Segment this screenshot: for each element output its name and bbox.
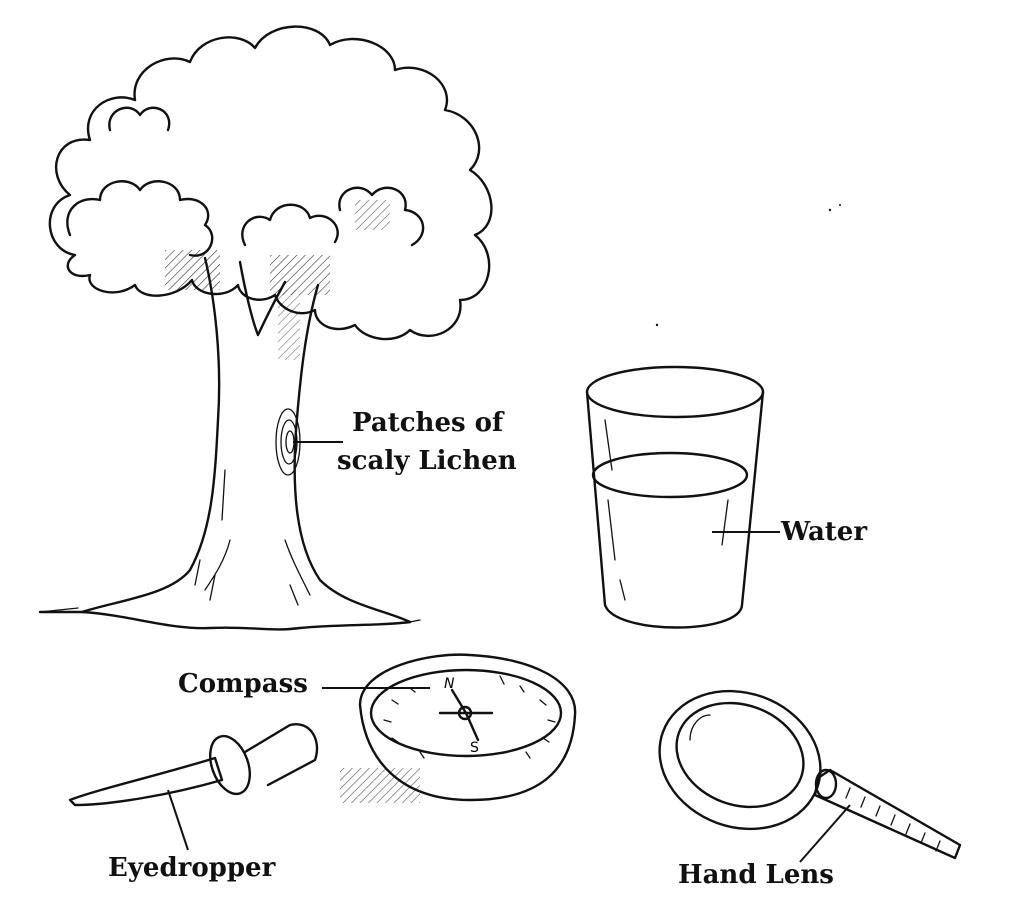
water-surface — [591, 451, 749, 499]
eyedropper-bulb — [243, 723, 319, 787]
tree-trunk — [38, 256, 412, 624]
lichen-patch — [275, 408, 343, 476]
tree-canopy — [48, 25, 493, 341]
compass-ticks — [383, 675, 556, 759]
compass-dial — [369, 668, 563, 758]
tree-canopy-inner-cluster-2 — [241, 203, 339, 247]
label-hand-lens: Hand Lens — [678, 860, 834, 890]
compass-shadow — [340, 768, 420, 803]
tree-canopy-shade-mid — [355, 200, 390, 230]
tree — [38, 25, 493, 631]
speck — [839, 204, 841, 206]
label-water: Water — [781, 517, 868, 547]
speck — [655, 323, 659, 327]
eyedropper-tube — [68, 756, 224, 807]
eyedropper-leader-line — [167, 789, 189, 851]
glass-reflection — [604, 419, 729, 601]
eyedropper-collar — [209, 734, 251, 796]
glass-rim — [585, 365, 765, 419]
tree-trunk-branch — [238, 260, 287, 337]
compass-south-letter: S — [470, 740, 479, 756]
tree-ground — [39, 607, 421, 623]
tree-canopy-inner-cluster-4 — [108, 106, 171, 132]
compass-needle — [438, 688, 494, 742]
tree-canopy-shade-left — [165, 250, 220, 290]
hand-lens-handle-grip — [845, 787, 941, 852]
tree-canopy-inner-cluster — [66, 180, 214, 257]
tree-canopy-shade-right — [270, 255, 330, 295]
label-lichen-line1: Patches of — [352, 408, 504, 438]
glass-body — [585, 390, 765, 629]
hand-lens — [658, 689, 962, 863]
speck — [828, 208, 832, 212]
label-lichen-line2: scaly Lichen — [337, 446, 517, 476]
water-glass — [585, 365, 780, 629]
label-compass: Compass — [178, 669, 308, 699]
hand-lens-glass — [675, 701, 805, 809]
lichen-ring-inner — [285, 430, 295, 454]
tree-trunk-texture — [194, 469, 311, 606]
tree-canopy-inner-cluster-3 — [338, 186, 425, 247]
compass: N S — [322, 653, 577, 803]
compass-pivot — [457, 705, 473, 721]
tree-trunk-shade — [278, 290, 300, 360]
compass-north-letter: N — [444, 676, 455, 692]
hand-lens-leader-line — [799, 804, 851, 863]
hand-lens-glint — [689, 714, 711, 741]
hand-lens-frame-outer — [658, 689, 822, 831]
hand-lens-handle-cap — [814, 768, 838, 800]
eyedropper — [68, 723, 319, 851]
tree-roots — [80, 610, 412, 631]
label-eyedropper: Eyedropper — [108, 853, 276, 883]
